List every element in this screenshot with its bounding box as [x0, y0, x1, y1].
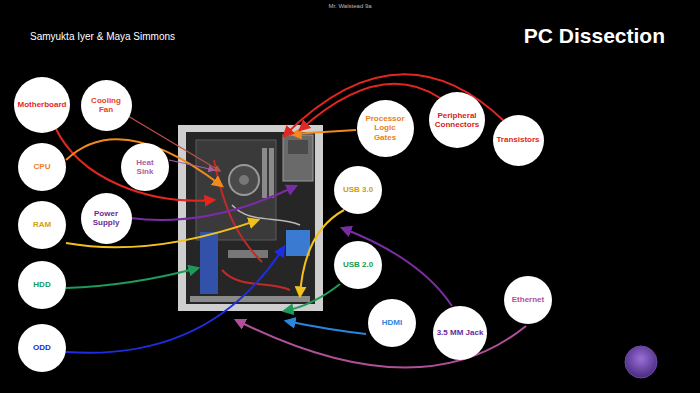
part-name: 3.5 MM Jack [437, 328, 484, 337]
card-slot [228, 250, 268, 258]
leader-arrow [284, 284, 340, 311]
psu-box [283, 135, 313, 181]
psu-fan [288, 140, 308, 154]
leader-arrow [342, 228, 452, 306]
case-interior [186, 132, 315, 304]
label-circle: 3.5 MM Jack [433, 306, 487, 360]
label-circle: RAM [18, 201, 66, 249]
leader-arrow [66, 247, 284, 353]
fan-hub [239, 175, 249, 185]
leader-arrow [169, 160, 214, 170]
label-circle: HDD [18, 261, 66, 309]
part-name: ODD [33, 343, 51, 352]
label-circle: USB 3.0 [334, 166, 382, 214]
part-name: Transistors [496, 135, 539, 144]
part-name: Heat Sink [128, 158, 162, 176]
board [196, 140, 276, 240]
label-circle: Peripheral Connectors [429, 92, 485, 148]
drive-bay [200, 232, 218, 294]
part-name: USB 2.0 [343, 260, 373, 269]
label-circle: Motherboard [14, 77, 70, 133]
cable [222, 270, 290, 290]
leader-arrow [66, 268, 198, 288]
nav-button [625, 346, 657, 378]
drive-bay [286, 230, 310, 256]
part-name: Power Supply [86, 209, 126, 227]
label-circle: CPU [18, 143, 66, 191]
label-circle: ODD [18, 324, 66, 372]
part-name: Motherboard [18, 100, 67, 109]
part-name: USB 3.0 [343, 185, 373, 194]
label-circle: Power Supply [81, 193, 132, 244]
ram-stick [262, 148, 267, 198]
leader-arrow [286, 321, 366, 334]
cpu-fan [229, 165, 259, 195]
label-circle: Heat Sink [121, 143, 169, 191]
part-name: HDMI [382, 318, 402, 327]
label-circle: Transistors [493, 115, 544, 166]
label-circle: USB 2.0 [334, 241, 382, 289]
label-circle: Cooling Fan [81, 80, 132, 131]
case-base [190, 296, 310, 302]
page-title: PC Dissection [524, 24, 665, 48]
part-name: Peripheral Connectors [434, 111, 480, 129]
leader-arrow [130, 186, 296, 220]
part-name: Cooling Fan [86, 96, 126, 114]
ram-stick [269, 148, 274, 198]
part-name: HDD [33, 280, 50, 289]
label-circle: HDMI [368, 299, 416, 347]
class-note: Mr. Walstead 9a [328, 3, 371, 9]
leader-arrow [292, 130, 356, 134]
part-name: CPU [34, 162, 51, 171]
part-name: Processor Logic Gates [364, 114, 406, 142]
label-circle: Ethernet [504, 276, 552, 324]
author-names: Samyukta Iyer & Maya Simmons [30, 31, 175, 42]
label-circle: Processor Logic Gates [357, 100, 414, 157]
part-name: RAM [33, 220, 51, 229]
part-name: Ethernet [512, 295, 544, 304]
